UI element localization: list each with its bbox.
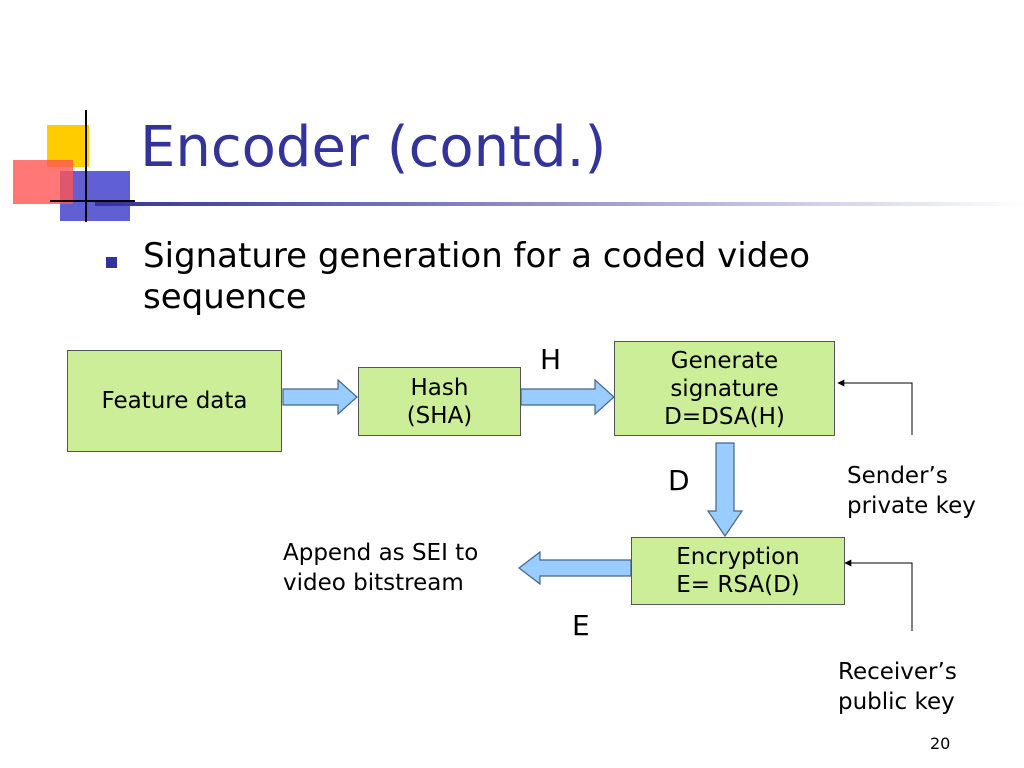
sender-key-line1: Sender’s xyxy=(847,463,948,489)
connector-sender-key xyxy=(837,379,913,435)
title-decoration xyxy=(13,110,135,222)
feature-data-box: Feature data xyxy=(67,350,282,452)
label-h: H xyxy=(540,343,562,376)
arrow-encryption-to-append xyxy=(518,550,632,586)
bullet-text: Signature generation for a coded video s… xyxy=(143,236,811,317)
label-d: D xyxy=(668,464,690,497)
title-underline xyxy=(95,202,1024,206)
append-line2: video bitstream xyxy=(283,570,464,596)
receiver-key-line1: Receiver’s xyxy=(838,659,957,685)
slide-title: Encoder (contd.) xyxy=(140,115,607,180)
generate-label-line3: D=DSA(H) xyxy=(664,403,785,430)
decor-red-square xyxy=(13,160,73,204)
sender-private-key-label: Sender’s private key xyxy=(847,461,976,521)
generate-signature-box: Generate signature D=DSA(H) xyxy=(614,341,835,436)
generate-label-line1: Generate xyxy=(670,347,779,374)
encryption-label-line2: E= RSA(D) xyxy=(676,572,800,598)
bullet-square-icon xyxy=(106,257,117,268)
encryption-label-line1: Encryption xyxy=(676,544,800,570)
hash-box: Hash (SHA) xyxy=(358,367,521,436)
arrow-feature-to-hash xyxy=(282,378,358,416)
hash-label-line2: (SHA) xyxy=(406,402,473,429)
page-number: 20 xyxy=(930,734,951,753)
receiver-key-line2: public key xyxy=(838,689,955,715)
arrow-hash-to-generate xyxy=(520,378,615,416)
append-sei-label: Append as SEI to video bitstream xyxy=(283,538,478,598)
arrow-generate-to-encryption xyxy=(706,442,744,538)
generate-label-line2: signature xyxy=(670,375,779,402)
connector-receiver-key xyxy=(844,559,913,631)
append-line1: Append as SEI to xyxy=(283,540,479,566)
encryption-box: Encryption E= RSA(D) xyxy=(631,537,845,605)
sender-key-line2: private key xyxy=(847,493,976,519)
hash-label-line1: Hash xyxy=(410,374,469,401)
receiver-public-key-label: Receiver’s public key xyxy=(838,657,957,717)
label-e: E xyxy=(572,609,590,642)
feature-data-label: Feature data xyxy=(101,388,248,414)
